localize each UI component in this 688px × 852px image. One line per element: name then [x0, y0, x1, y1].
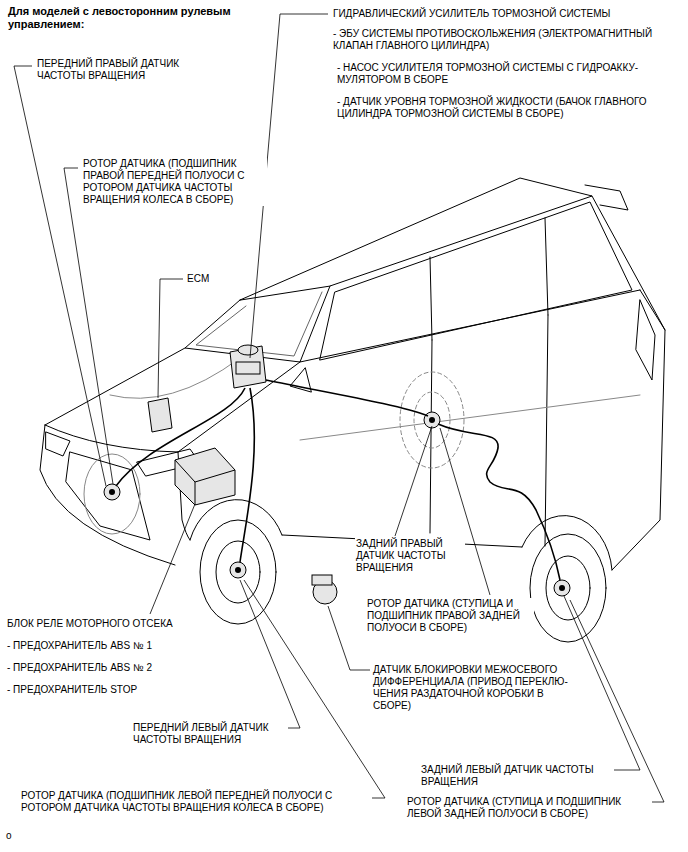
part-label: - ПРЕДОХРАНИТЕЛЬ ABS № 1	[6, 640, 206, 652]
part-label: ECM	[186, 273, 226, 285]
part-label: ЗАДНИЙ ПРАВЫЙ ДАТЧИК ЧАСТОТЫ ВРАЩЕНИЯ	[355, 538, 465, 574]
part-label: ЗАДНИЙ ЛЕВЫЙ ДАТЧИК ЧАСТОТЫ ВРАЩЕНИЯ	[420, 764, 610, 788]
part-label: РОТОР ДАТЧИКА (СТУПИЦА И ПОДШИПНИК ЛЕВОЙ…	[406, 796, 650, 820]
part-label: - ПРЕДОХРАНИТЕЛЬ STOP	[6, 684, 206, 696]
part-label: - НАСОС УСИЛИТЕЛЯ ТОРМОЗНОЙ СИСТЕМЫ С ГИ…	[336, 62, 680, 86]
part-label: ПЕРЕДНИЙ ЛЕВЫЙ ДАТЧИК ЧАСТОТЫ ВРАЩЕНИЯ	[132, 722, 282, 746]
part-label: БЛОК РЕЛЕ МОТОРНОГО ОТСЕКА	[6, 618, 206, 630]
diagram-title: Для моделей с левосторонним рулевым упра…	[8, 5, 238, 31]
part-label: o	[5, 830, 25, 842]
part-label: ПЕРЕДНИЙ ПРАВЫЙ ДАТЧИК ЧАСТОТЫ ВРАЩЕНИЯ	[36, 58, 196, 82]
part-label: - ЭБУ СИСТЕМЫ ПРОТИВОСКОЛЬЖЕНИЯ (ЭЛЕКТРО…	[332, 28, 680, 52]
part-label: - ПРЕДОХРАНИТЕЛЬ ABS № 2	[6, 662, 206, 674]
part-label: ДАТЧИК БЛОКИРОВКИ МЕЖОСЕВОГО ДИФФЕРЕНЦИА…	[372, 664, 572, 712]
part-label: РОТОР ДАТЧИКА (ПОДШИПНИК ЛЕВОЙ ПЕРЕДНЕЙ …	[20, 790, 370, 814]
part-label: РОТОР ДАТЧИКА (СТУПИЦА И ПОДШИПНИК ПРАВО…	[366, 598, 534, 634]
part-label: РОТОР ДАТЧИКА (ПОДШИПНИК ПРАВОЙ ПЕРЕДНЕЙ…	[82, 158, 267, 206]
part-label: - ДАТЧИК УРОВНЯ ТОРМОЗНОЙ ЖИДКОСТИ (БАЧО…	[336, 96, 680, 120]
part-label: ГИДРАВЛИЧЕСКИЙ УСИЛИТЕЛЬ ТОРМОЗНОЙ СИСТЕ…	[332, 8, 682, 20]
